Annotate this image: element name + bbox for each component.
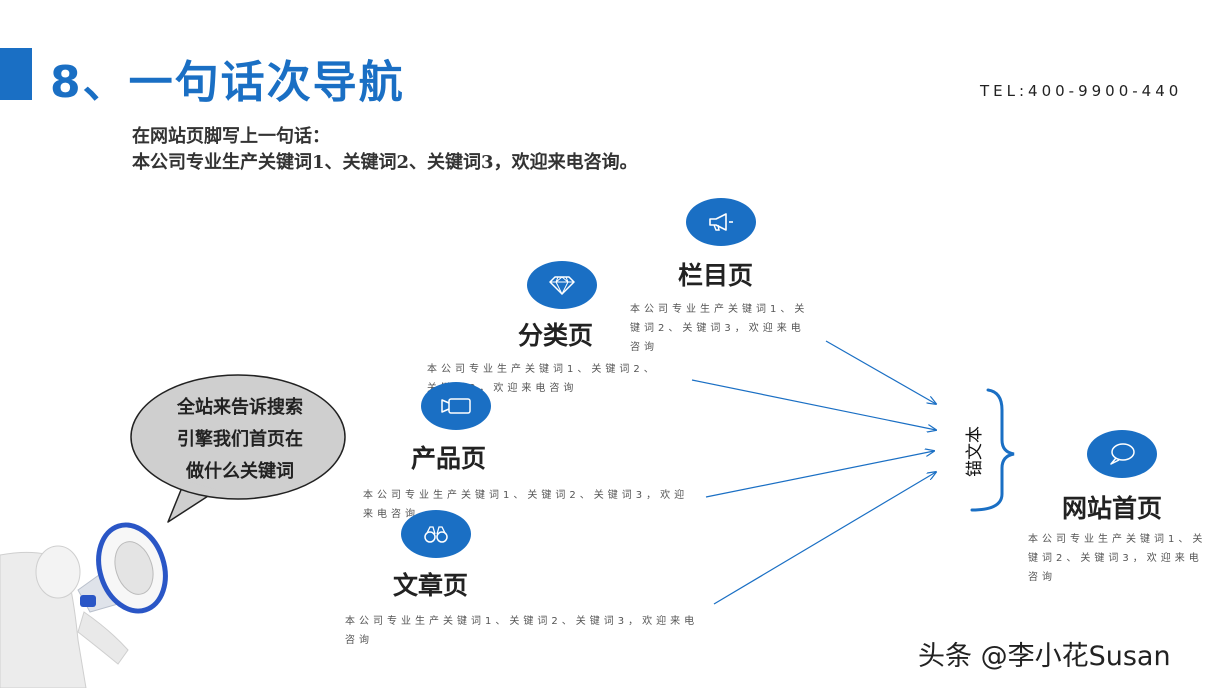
title-accent-bar	[0, 48, 32, 100]
category-page-icon-circle	[527, 261, 597, 309]
home-page-title: 网站首页	[1062, 494, 1163, 523]
speech-bubble-text: 全站来告诉搜索 引擎我们首页在 做什么关键词	[150, 392, 330, 488]
arrow-product-to-anchor	[705, 451, 934, 498]
intro-line-1: 在网站页脚写上一句话：	[132, 126, 330, 147]
arrow-category-to-anchor	[691, 379, 936, 430]
article-page-title: 文章页	[393, 571, 469, 600]
speech-bubble-icon	[1110, 443, 1135, 465]
arrow-column-to-anchor	[825, 340, 936, 404]
intro-line-2: 本公司专业生产关键词1、关键词2、关键词3，欢迎来电咨询。	[132, 152, 638, 173]
column-page-title: 栏目页	[678, 261, 754, 290]
diamond-icon	[549, 276, 575, 295]
megaphone-figure	[0, 522, 168, 688]
bubble-line-1: 全站来告诉搜索	[177, 397, 303, 418]
speech-bubble	[130, 374, 346, 523]
product-page-icon-circle	[421, 382, 491, 430]
telephone-number: TEL:400-9900-440	[980, 82, 1183, 100]
home-page-desc: 本公司专业生产关键词1、关键词2、关键词3，欢迎来电咨询	[1028, 534, 1207, 583]
article-page-desc: 本公司专业生产关键词1、关键词2、关键词3，欢迎来电咨询	[345, 616, 699, 646]
binoculars-icon	[424, 526, 448, 543]
video-camera-icon	[441, 398, 471, 414]
page-title: 8、一句话次导航	[50, 57, 405, 108]
bubble-line-2: 引擎我们首页在	[177, 429, 303, 450]
home-page-icon-circle	[1087, 430, 1157, 478]
article-page-icon-circle	[401, 510, 471, 558]
watermark: 头条 @李小花Susan	[918, 641, 1171, 672]
intro-text: 在网站页脚写上一句话： 本公司专业生产关键词1、关键词2、关键词3，欢迎来电咨询…	[132, 124, 638, 176]
megaphone-icon	[709, 213, 733, 231]
column-page-desc: 本公司专业生产关键词1、关键词2、关键词3，欢迎来电咨询	[630, 304, 809, 353]
bubble-line-3: 做什么关键词	[186, 461, 294, 482]
category-page-desc: 本公司专业生产关键词1、关键词2、关键词3，欢迎来电咨询	[427, 364, 658, 394]
category-page-title: 分类页	[518, 321, 594, 350]
product-page-desc: 本公司专业生产关键词1、关键词2、关键词3，欢迎来电咨询	[363, 490, 689, 520]
anchor-brace	[970, 388, 1015, 512]
arrow-article-to-anchor	[713, 472, 936, 605]
product-page-title: 产品页	[411, 444, 487, 473]
column-page-icon-circle	[686, 198, 756, 246]
anchor-text-label: 锚文本	[964, 425, 985, 477]
